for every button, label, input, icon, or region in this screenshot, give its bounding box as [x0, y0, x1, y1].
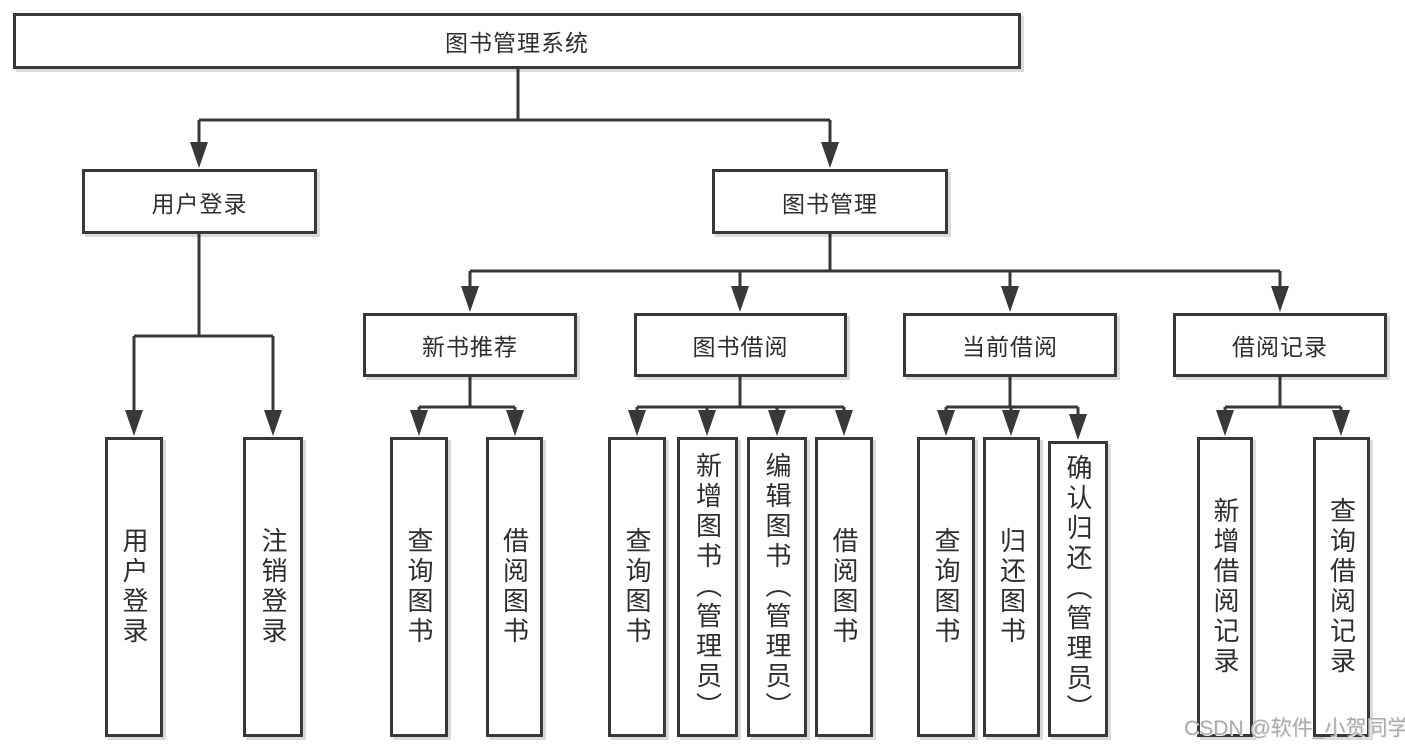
node-book-management: 图书管理: [712, 169, 948, 234]
leaf-borrow-books-label: 借阅图书: [829, 527, 859, 647]
node-root-label: 图书管理系统: [445, 30, 589, 56]
leaf-confirm-return-admin: 确认归还（管理员）: [1048, 441, 1108, 737]
leaf-current-query-books: 查询图书: [917, 437, 975, 737]
leaf-add-books-admin: 新增图书（管理员）: [677, 437, 738, 737]
leaf-logout: 注销登录: [243, 437, 303, 737]
leaf-borrow-query-books: 查询图书: [608, 437, 666, 737]
node-user-login-group-label: 用户登录: [151, 190, 248, 217]
leaf-add-books-admin-label: 新增图书（管理员）: [692, 452, 723, 722]
leaf-add-borrow-record: 新增借阅记录: [1197, 437, 1253, 737]
leaf-edit-books-admin: 编辑图书（管理员）: [747, 437, 807, 737]
leaf-current-query-books-label: 查询图书: [931, 527, 961, 647]
leaf-recommend-query-books-label: 查询图书: [404, 527, 434, 647]
node-new-book-recommend: 新书推荐: [363, 313, 577, 377]
leaf-borrow-books: 借阅图书: [815, 437, 873, 737]
leaf-recommend-borrow-books: 借阅图书: [486, 437, 543, 737]
leaf-return-books: 归还图书: [983, 437, 1040, 737]
csdn-watermark: CSDN @软件_小贺同学: [1184, 717, 1405, 740]
leaf-return-books-label: 归还图书: [996, 527, 1027, 647]
node-user-login-group: 用户登录: [82, 169, 317, 234]
node-current-borrow-label: 当前借阅: [962, 334, 1058, 360]
leaf-add-borrow-record-label: 新增借阅记录: [1210, 497, 1240, 677]
node-new-book-recommend-label: 新书推荐: [422, 334, 518, 360]
leaf-borrow-query-books-label: 查询图书: [622, 527, 652, 647]
node-book-borrow-label: 图书借阅: [692, 334, 789, 360]
leaf-edit-books-admin-label: 编辑图书（管理员）: [762, 452, 792, 722]
node-book-borrow: 图书借阅: [634, 313, 847, 377]
leaf-confirm-return-admin-label: 确认归还（管理员）: [1063, 454, 1093, 724]
arrowheads: [125, 142, 1350, 440]
node-current-borrow: 当前借阅: [903, 313, 1117, 377]
node-borrow-records: 借阅记录: [1173, 313, 1387, 377]
node-book-management-label: 图书管理: [782, 190, 878, 217]
leaf-query-borrow-record-label: 查询借阅记录: [1326, 497, 1357, 677]
node-borrow-records-label: 借阅记录: [1232, 334, 1328, 360]
leaf-recommend-query-books: 查询图书: [390, 437, 448, 737]
node-root-system: 图书管理系统: [13, 13, 1021, 69]
leaf-recommend-borrow-books-label: 借阅图书: [499, 527, 530, 647]
leaf-user-login-label: 用户登录: [119, 527, 149, 647]
leaf-logout-label: 注销登录: [258, 527, 288, 647]
leaf-user-login: 用户登录: [105, 437, 163, 737]
leaf-query-borrow-record: 查询借阅记录: [1313, 437, 1370, 737]
